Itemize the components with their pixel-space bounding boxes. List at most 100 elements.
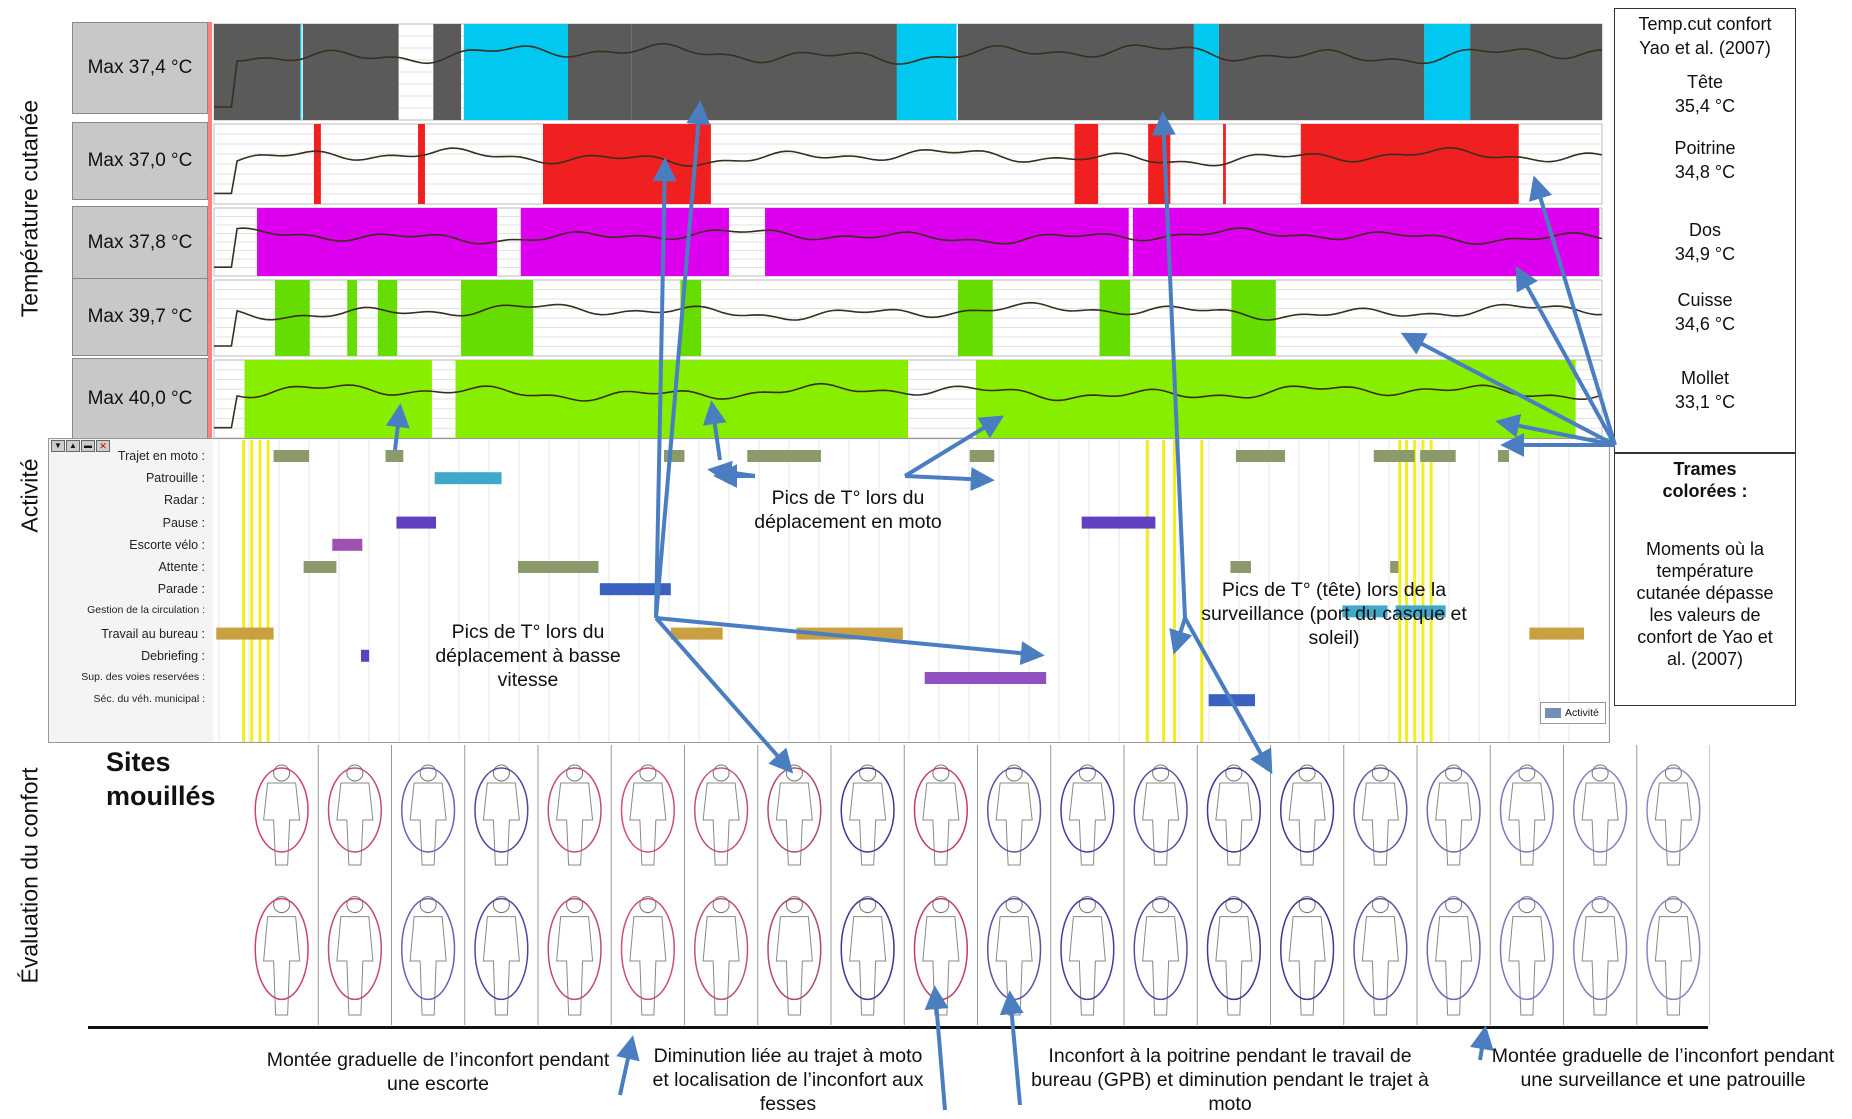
body-figure [547,745,612,1025]
annotation-arrow [655,616,1045,666]
wet-site-marking [1353,767,1408,853]
wet-site-marking [840,897,895,1001]
exceed-band [1470,24,1602,120]
legend-site-calf: Mollet [1680,368,1729,388]
panel-window-controls[interactable]: ▼ ▲ ▬ ✕ [49,439,123,452]
figure-head [859,764,877,782]
wet-site-marking [767,897,822,1001]
body-figure [327,745,392,1025]
annotation-arrow [1151,111,1187,619]
comfort-figures [254,745,1710,1025]
maximize-icon[interactable]: ▲ [66,440,80,452]
exceed-band [520,208,729,276]
figure-head [1078,896,1096,914]
activity-chart-bg [213,440,1608,742]
figure-body [263,782,301,866]
figure-head [1005,896,1023,914]
body-figure [401,745,466,1025]
activity-bar [1373,450,1415,462]
activity-label: Radar : [164,493,205,508]
annotation-montee-escorte: Montée graduelle de l’inconfort pendant … [266,1049,610,1095]
activity-bar [1230,561,1251,573]
annotation-inconfort-poitrine: Inconfort à la poitrine pendant le trava… [1031,1045,1429,1115]
wet-site-marking [694,767,749,853]
minimize-icon[interactable]: ▼ [51,440,65,452]
figure-body [1288,782,1326,866]
activity-label: Parade : [157,582,205,597]
annotation-pics-basse-vitesse: Pics de T° lors du déplacement à basse v… [435,621,621,691]
close-icon[interactable]: ✕ [96,440,110,452]
wet-site-marking [1280,767,1335,853]
activity-label: Séc. du véh. municipal : [93,693,205,706]
body-figure [1573,745,1638,1025]
activity-label: Attente : [158,560,205,574]
activity-legend-label: Activité [1565,707,1599,719]
figure-body [336,782,374,866]
body-figure [1353,745,1418,1025]
figure-head [1298,764,1316,782]
activity-bar [1420,450,1456,462]
figure-body [1068,916,1106,1016]
wet-site-marking [1206,897,1261,1001]
figure-body [1068,782,1106,866]
figure-head [419,896,437,914]
figure-body [556,916,594,1016]
figure-body [629,916,667,1016]
exceed-band [567,24,632,120]
wet-site-marking [620,767,675,853]
exceed-band [313,124,321,204]
figure-head [1371,896,1389,914]
figure-head [346,896,364,914]
body-figure [474,745,539,1025]
figure-head [639,764,657,782]
body-figure [620,745,685,1025]
body-figure [1060,745,1125,1025]
figure-body [1581,782,1619,866]
wet-site-marking [474,767,529,853]
body-figure [694,745,759,1025]
annotation-diminution-moto: Diminution liée au trajet à moto et loca… [652,1045,924,1115]
wet-site-marking [694,897,749,1001]
wet-site-marking [547,897,602,1001]
temp-row-2 [213,207,1603,277]
figure-head [1152,764,1170,782]
max-label-chest: Max 37,0 °C [72,122,208,200]
exceed-band [1300,124,1519,204]
sites-mouilles-title: Sites mouillés [106,747,216,811]
wet-site-marking [1646,897,1701,1001]
figure-body [995,782,1033,866]
activity-bar [599,583,671,596]
activity-label: Debriefing : [141,648,205,663]
figure-body [556,782,594,866]
figure-head [932,896,950,914]
temp-row-4 [213,359,1603,439]
exceed-band [455,360,908,438]
figure-head [1518,764,1536,782]
activity-bar [303,561,337,573]
figure-body [702,916,740,1016]
figure-body [1142,782,1180,866]
temperature-trace [214,301,1603,347]
activity-bar [434,472,502,485]
figure-head [1005,764,1023,782]
body-figure [1499,745,1564,1025]
figure-head [1298,896,1316,914]
exceed-band [463,24,568,120]
wet-site-marking [254,897,309,1001]
figure-body [922,782,960,866]
figure-head [712,764,730,782]
annotation-arrow [999,990,1024,1106]
wet-site-marking [1426,767,1481,853]
restore-icon[interactable]: ▬ [81,440,95,452]
wet-site-marking [767,767,822,853]
exceed-band [461,280,534,356]
figure-body [1142,916,1180,1016]
wet-site-marking [840,767,895,853]
figure-head [419,764,437,782]
legend-value-calf: 33,1 °C [1674,392,1736,412]
activity-bar [969,450,995,462]
figure-head [785,896,803,914]
annotation-arrow [1495,413,1616,447]
figure-head [1371,764,1389,782]
